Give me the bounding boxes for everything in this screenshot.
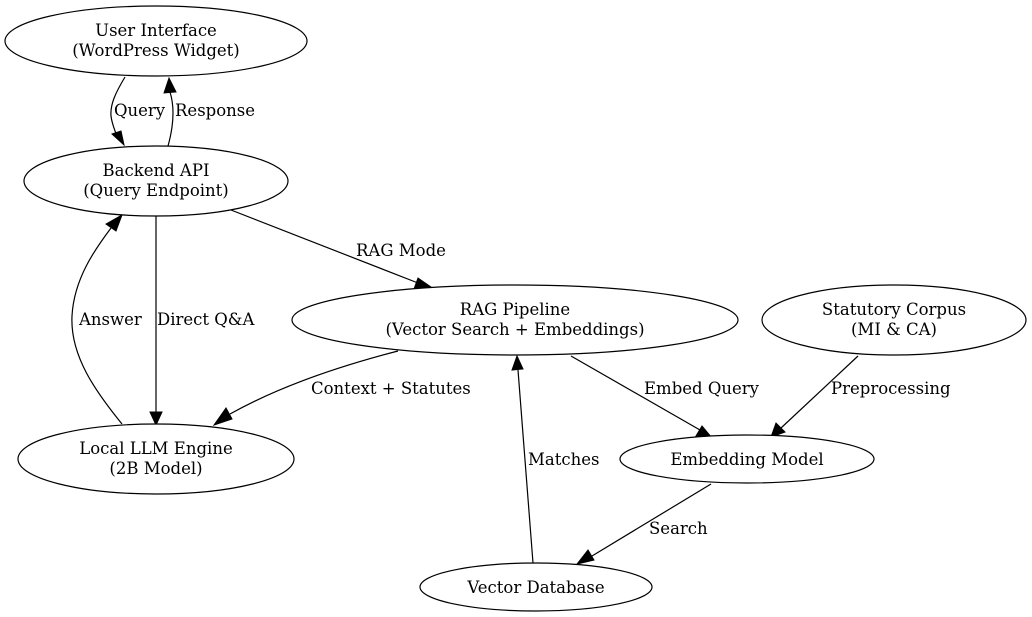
arrowhead-icon	[212, 407, 233, 426]
edge-label-answer: Answer	[78, 310, 142, 329]
edge-line	[780, 355, 859, 429]
edge-embed-to-vdb: Search	[575, 483, 712, 565]
arrowhead-icon	[770, 422, 786, 438]
edge-label-search: Search	[649, 519, 708, 538]
edge-line	[110, 76, 126, 137]
node-label-line-1: User Interface	[95, 21, 217, 40]
arrowhead-icon	[149, 411, 163, 427]
node-rag-pipeline: RAG Pipeline (Vector Search + Embeddings…	[291, 284, 739, 356]
edge-line	[71, 227, 123, 425]
node-label-line-2: (Query Endpoint)	[83, 181, 229, 200]
edge-ui-to-api: Query	[110, 76, 166, 147]
edge-vdb-to-rag: Matches	[511, 354, 599, 564]
node-statutory-corpus: Statutory Corpus (MI & CA)	[761, 284, 1027, 356]
node-label-line-2: (MI & CA)	[851, 320, 937, 339]
node-vector-database: Vector Database	[419, 562, 653, 612]
edge-label-preprocessing: Preprocessing	[831, 379, 951, 398]
arrowhead-icon	[511, 354, 524, 371]
arrowhead-icon	[105, 213, 123, 232]
node-label-line-1: Statutory Corpus	[822, 300, 966, 319]
edge-label-matches: Matches	[528, 450, 599, 469]
node-local-llm-engine: Local LLM Engine (2B Model)	[17, 423, 295, 495]
node-embedding-model: Embedding Model	[619, 434, 875, 484]
arrowhead-icon	[575, 549, 595, 565]
node-label-line-1: Embedding Model	[670, 450, 823, 469]
edge-label-context-statutes: Context + Statutes	[311, 379, 471, 398]
node-backend-api: Backend API (Query Endpoint)	[23, 145, 289, 217]
edge-line	[570, 355, 701, 431]
node-label-line-2: (Vector Search + Embeddings)	[385, 320, 644, 339]
edge-label-direct-qa: Direct Q&A	[157, 310, 255, 329]
arrowhead-icon	[163, 76, 177, 94]
edge-label-query: Query	[114, 101, 166, 120]
node-label-line-1: RAG Pipeline	[460, 300, 570, 319]
edge-line	[230, 209, 419, 284]
node-label-line-1: Local LLM Engine	[79, 439, 232, 458]
node-label-line-2: (2B Model)	[109, 459, 202, 478]
edge-line	[591, 483, 712, 557]
node-label-line-2: (WordPress Widget)	[72, 41, 240, 60]
edge-label-rag-mode: RAG Mode	[356, 241, 446, 260]
edge-label-embed-query: Embed Query	[644, 379, 760, 398]
edge-line	[167, 91, 174, 147]
node-label-line-1: Backend API	[103, 161, 210, 180]
edge-line	[517, 369, 534, 564]
node-label-line-1: Vector Database	[466, 578, 604, 597]
edge-label-response: Response	[175, 101, 255, 120]
arrowhead-icon	[111, 130, 125, 147]
edge-rag-to-embed: Embed Query	[570, 355, 760, 439]
edge-api-to-rag: RAG Mode	[230, 209, 446, 290]
edge-rag-to-llm: Context + Statutes	[212, 350, 471, 426]
node-user-interface: User Interface (WordPress Widget)	[4, 5, 308, 77]
edge-api-to-ui: Response	[163, 76, 255, 147]
edge-corpus-to-embed: Preprocessing	[770, 355, 951, 438]
edge-line	[229, 350, 399, 415]
edge-llm-to-api: Answer	[71, 213, 142, 425]
edge-api-to-llm: Direct Q&A	[149, 216, 255, 427]
